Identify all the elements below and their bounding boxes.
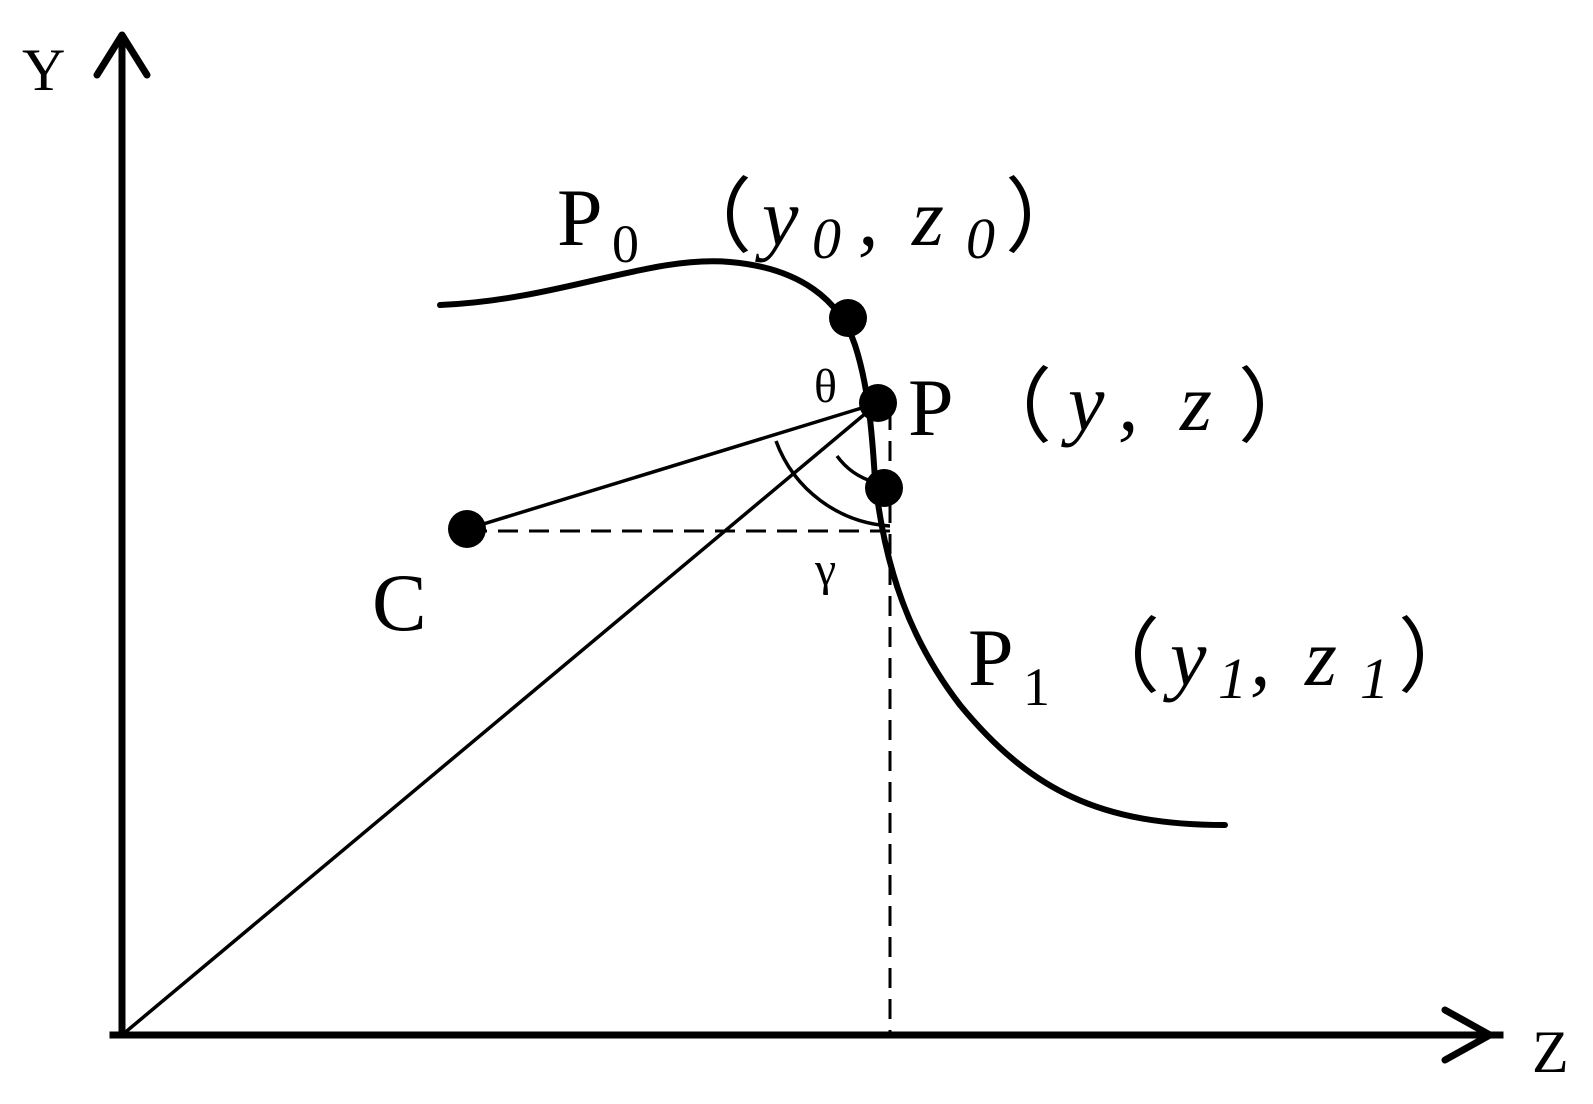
label-p1: P 1 （ y 1 , z 1 ） [968,612,1480,717]
label-c: C [372,557,427,648]
theta-label: θ [814,360,837,413]
p1-subscript: 1 [1023,657,1050,717]
point-p1-marker [865,469,903,507]
p0-y: y [755,172,799,263]
p1-y-subscript: 1 [1218,646,1247,711]
p0-name: P [557,172,603,263]
line-c-to-p [466,401,879,531]
p1-name: P [968,612,1014,703]
p1-comma: , [1250,612,1271,703]
p0-z-subscript: 0 [966,206,995,271]
gamma-label: γ [814,543,836,596]
point-c-marker [448,510,486,548]
p0-open-paren: （ [670,172,752,263]
z-axis-arrowhead [1441,1006,1494,1064]
label-p0: P 0 （ y 0 , z 0 ） [557,172,1087,274]
p-y: y [1061,357,1105,448]
z-axis-label: Z [1532,1019,1569,1085]
y-axis-arrowhead [93,31,151,79]
p0-subscript: 0 [612,214,639,274]
label-p: P （ y , z ） [908,357,1320,453]
p-open-paren: （ [970,362,1052,453]
p1-close-paren: ） [1398,612,1480,703]
p1-open-paren: （ [1078,612,1160,703]
p-close-paren: ） [1238,362,1320,453]
p-comma: , [1118,357,1139,448]
y-axis-label: Y [22,37,65,103]
p1-z: z [1304,612,1337,703]
p0-close-paren: ） [1005,172,1087,263]
p0-y-subscript: 0 [812,206,841,271]
gamma-arc [774,440,891,528]
p1-z-subscript: 1 [1360,646,1389,711]
p0-z: z [911,172,944,263]
point-p-marker [859,384,897,422]
p0-comma: , [858,172,879,263]
point-p0-marker [829,299,867,337]
trajectory-curve [437,258,1228,828]
p-name: P [908,362,954,453]
p1-y: y [1163,612,1207,703]
line-origin-to-p [120,401,880,1037]
p-z: z [1179,357,1212,448]
